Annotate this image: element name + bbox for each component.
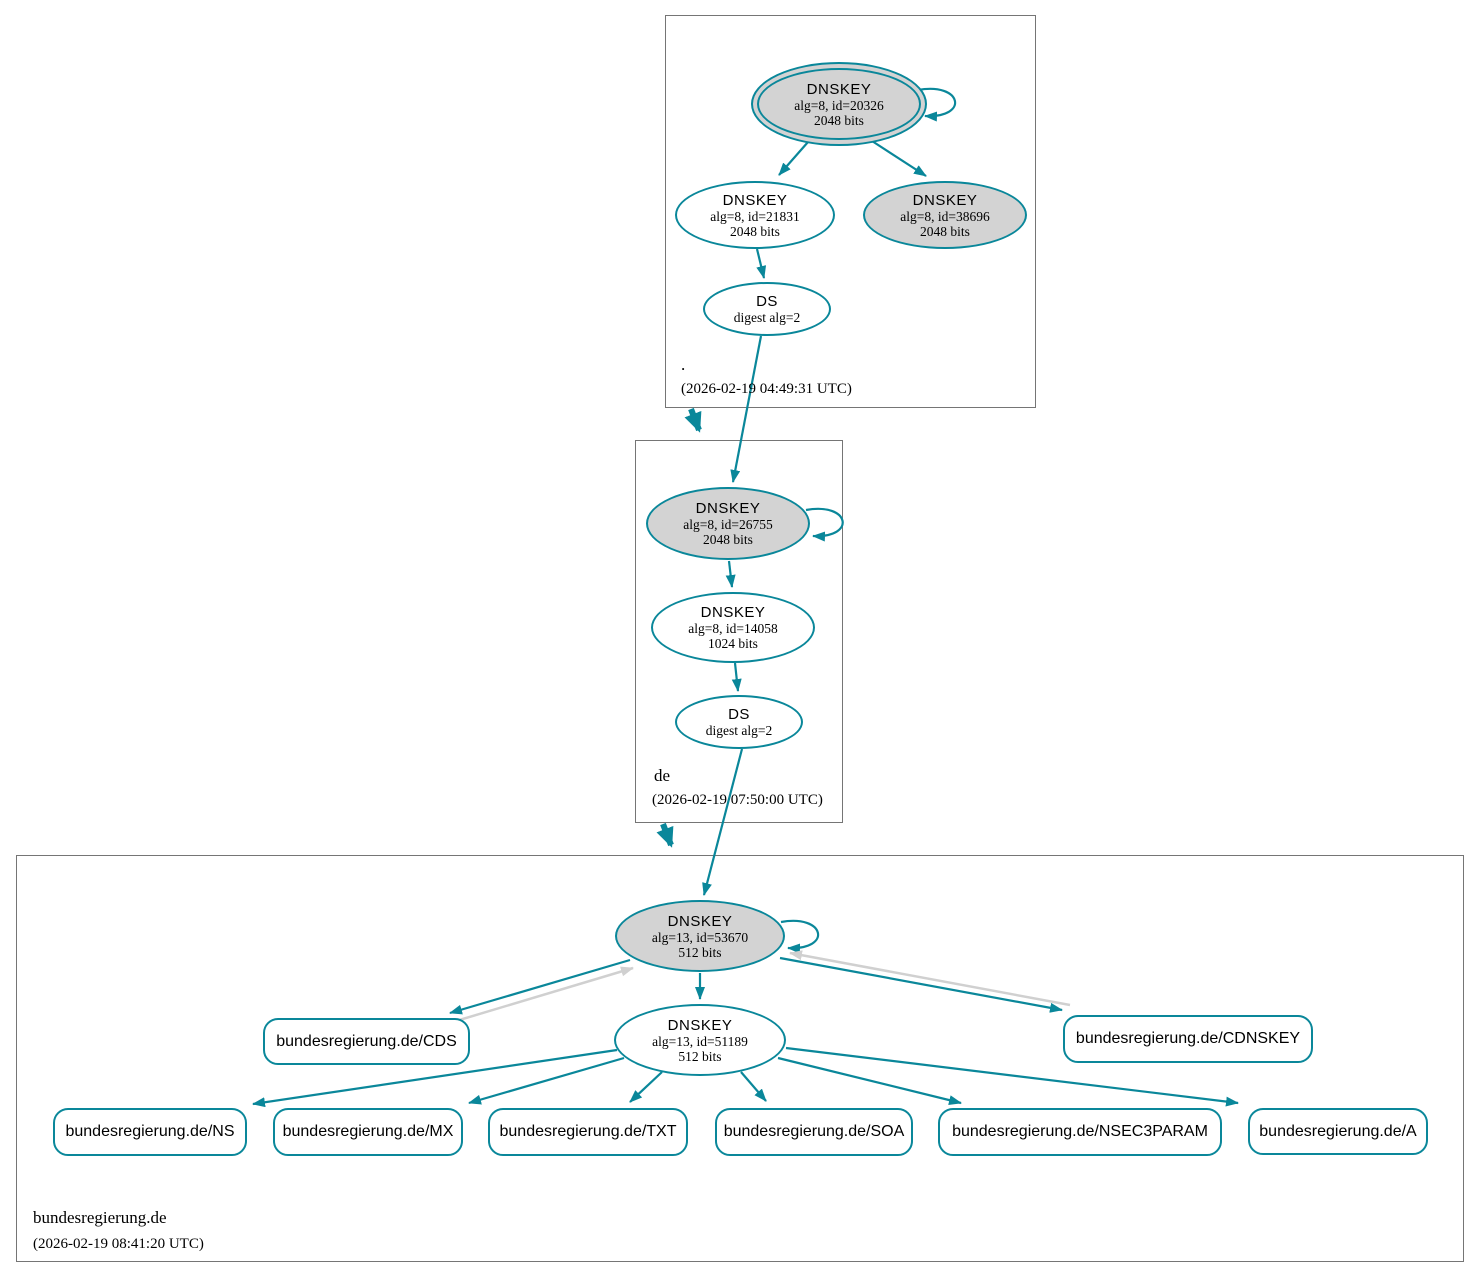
- rrset-cdnskey: bundesregierung.de/CDNSKEY: [1063, 1015, 1313, 1063]
- dnskey-51189-node: DNSKEY alg=13, id=51189 512 bits: [614, 1004, 786, 1076]
- node-title: DNSKEY: [667, 912, 733, 930]
- zone-timestamp-de: (2026-02-19 07:50:00 UTC): [652, 792, 823, 808]
- rrset-soa: bundesregierung.de/SOA: [715, 1108, 913, 1156]
- dnskey-38696-node: DNSKEY alg=8, id=38696 2048 bits: [863, 181, 1027, 249]
- dnskey-26755-node: DNSKEY alg=8, id=26755 2048 bits: [646, 487, 810, 560]
- dnskey-14058-node: DNSKEY alg=8, id=14058 1024 bits: [651, 592, 815, 663]
- rrset-a: bundesregierung.de/A: [1248, 1108, 1428, 1155]
- node-detail: alg=8, id=26755: [683, 517, 773, 532]
- node-title: DNSKEY: [667, 1016, 733, 1034]
- node-detail: alg=13, id=51189: [652, 1033, 748, 1049]
- node-detail: alg=8, id=20326: [794, 97, 884, 113]
- rrset-label: bundesregierung.de/NSEC3PARAM: [952, 1123, 1208, 1140]
- edge-delegation-de-bundesregierung: [656, 822, 674, 848]
- node-bits: 512 bits: [678, 944, 722, 960]
- rrset-label: bundesregierung.de/A: [1259, 1122, 1417, 1140]
- rrset-label: bundesregierung.de/CDS: [276, 1032, 457, 1050]
- node-bits: 2048 bits: [920, 223, 970, 239]
- node-bits: 2048 bits: [703, 532, 753, 547]
- node-title: DNSKEY: [695, 500, 761, 517]
- rrset-label: bundesregierung.de/CDNSKEY: [1075, 1030, 1301, 1047]
- rrset-label: bundesregierung.de/MX: [282, 1123, 454, 1140]
- node-bits: 512 bits: [678, 1048, 722, 1064]
- node-title: DNSKEY: [700, 604, 766, 621]
- rrset-label: bundesregierung.de/SOA: [723, 1123, 905, 1140]
- rrset-ns: bundesregierung.de/NS: [53, 1108, 247, 1156]
- node-title: DS: [728, 706, 750, 723]
- rrset-label: bundesregierung.de/TXT: [499, 1123, 677, 1140]
- node-detail: alg=8, id=21831: [710, 208, 800, 224]
- edge-delegation-root-de: [684, 407, 702, 433]
- zone-timestamp-bundesregierung-de: (2026-02-19 08:41:20 UTC): [33, 1236, 204, 1252]
- rrset-mx: bundesregierung.de/MX: [273, 1108, 463, 1156]
- node-title: DNSKEY: [722, 191, 788, 209]
- zone-timestamp-root: (2026-02-19 04:49:31 UTC): [681, 381, 852, 397]
- rrset-txt: bundesregierung.de/TXT: [488, 1108, 688, 1156]
- rrset-nsec3param: bundesregierung.de/NSEC3PARAM: [938, 1108, 1222, 1156]
- node-title: DS: [756, 293, 778, 310]
- dnskey-ksk-20326-node: DNSKEY alg=8, id=20326 2048 bits: [751, 62, 927, 146]
- rrset-label: bundesregierung.de/NS: [65, 1123, 235, 1140]
- node-bits: 1024 bits: [708, 636, 758, 651]
- node-bits: 2048 bits: [814, 112, 864, 128]
- dnskey-21831-node: DNSKEY alg=8, id=21831 2048 bits: [675, 181, 835, 249]
- node-title: DNSKEY: [806, 80, 872, 98]
- node-detail: alg=8, id=14058: [688, 621, 778, 636]
- node-detail: alg=13, id=53670: [651, 929, 749, 945]
- zone-label-root: .: [681, 355, 686, 374]
- ds-de-node: DS digest alg=2: [675, 695, 803, 749]
- zone-label-bundesregierung-de: bundesregierung.de: [33, 1208, 167, 1227]
- node-detail: digest alg=2: [705, 723, 773, 738]
- dnskey-53670-node: DNSKEY alg=13, id=53670 512 bits: [615, 900, 785, 972]
- node-bits: 2048 bits: [730, 223, 780, 239]
- node-detail: alg=8, id=38696: [900, 208, 990, 224]
- node-detail: digest alg=2: [733, 310, 801, 325]
- ds-root-node: DS digest alg=2: [703, 282, 831, 336]
- node-title: DNSKEY: [912, 191, 978, 209]
- zone-label-de: de: [654, 766, 671, 785]
- rrset-cds: bundesregierung.de/CDS: [263, 1018, 470, 1065]
